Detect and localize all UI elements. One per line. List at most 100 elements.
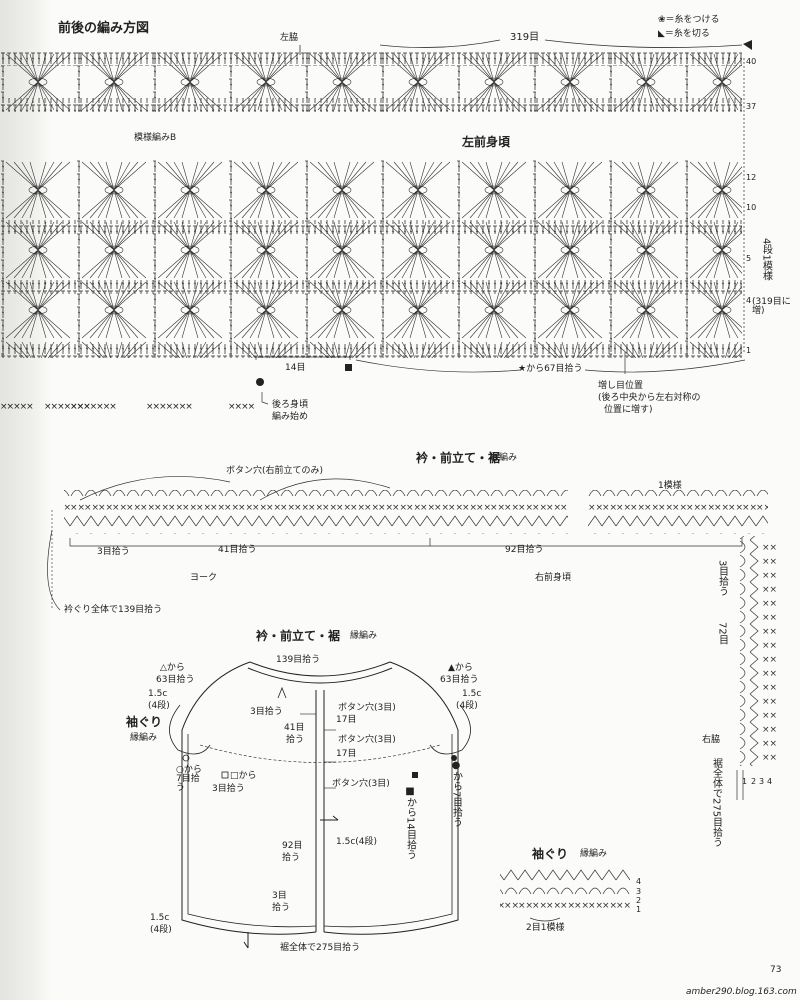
- sleeve-row-3: 3: [636, 887, 642, 896]
- increase-position-1: 増し目位置: [598, 381, 644, 391]
- left-side-label: 左脇: [280, 33, 299, 43]
- legend-attach: ❀＝糸をつける: [658, 15, 720, 25]
- sleeve-stitch-chart: [500, 868, 630, 922]
- one-pattern-label: 1模様: [658, 481, 682, 491]
- back-start-1: 後ろ身頃: [272, 400, 309, 410]
- left-front-label: 左前身頃: [462, 135, 511, 149]
- row-num-5: 5: [746, 254, 752, 263]
- row-num-40: 40: [746, 57, 757, 66]
- edge-row-4: 4: [767, 777, 773, 786]
- attach-yarn-icon: ❀: [658, 15, 666, 25]
- hem-275-vertical: 裾全体で275目拾う: [710, 758, 722, 848]
- row-guide-line: [743, 58, 745, 352]
- open-circle-marker: [182, 754, 190, 762]
- buttonhole-3: ボタン穴(3目): [332, 779, 390, 789]
- forty-one: 41目: [284, 723, 305, 733]
- increase-note: (319目に増): [752, 297, 791, 316]
- edge-row-2: 2: [751, 777, 757, 786]
- pick3-vertical: 3目拾う: [716, 560, 728, 597]
- row-num-10: 10: [746, 203, 757, 212]
- pick3-left: 3目拾う: [97, 547, 130, 557]
- width-dimension-line: [299, 39, 752, 55]
- sc-row-edge: ×××××: [0, 402, 34, 412]
- edge-row-1: 1: [742, 777, 748, 786]
- garment-schematic: [169, 661, 471, 949]
- right-front-label: 右前身頃: [535, 573, 572, 583]
- collar-139: 衿ぐり全体で139目拾う: [64, 605, 163, 615]
- schematic-title: 衿・前立て・裾: [256, 629, 341, 643]
- back-start-2: 編み始め: [272, 412, 309, 422]
- page-number: 73: [770, 965, 782, 975]
- filled-circle-marker-right: [451, 755, 457, 761]
- star-pick-67: ★から67目拾う: [518, 364, 583, 374]
- edging-stitch-chart: ×× ××: [47, 476, 778, 800]
- sleeve-chart-title: 袖ぐり: [532, 847, 569, 861]
- filled-circle-marker: [256, 378, 264, 386]
- four-row-pattern-note: 4段1模様: [760, 238, 772, 281]
- rows4-left: (4段): [148, 701, 170, 711]
- buttonhole-2: ボタン穴(3目): [338, 735, 396, 745]
- from-filled-triangle: ▲から: [448, 663, 473, 673]
- cut-yarn-icon: ◣: [658, 29, 665, 39]
- pick-92: 拾う: [282, 853, 301, 863]
- c15-front: 1.5c(4段): [336, 837, 378, 847]
- ninety-two: 92目: [282, 841, 303, 851]
- hem-275: 裾全体で275目拾う: [280, 943, 361, 953]
- c15-hem: 1.5c: [150, 913, 170, 923]
- from-filled-circle: ●から7目拾う: [450, 760, 462, 828]
- pick3-sleeve: 3目拾う: [212, 784, 245, 794]
- from-open-triangle: △から: [160, 663, 185, 673]
- right-side-label: 右脇: [702, 735, 721, 745]
- from-open-square: □から: [230, 771, 257, 781]
- edging-title: 衿・前立て・裾: [416, 451, 501, 465]
- pattern-b-label: 模様編みB: [134, 133, 177, 143]
- seventeen-b: 17目: [336, 749, 357, 759]
- sleeve-chart-subtitle: 縁編み: [580, 849, 608, 859]
- sc-row-mid1: ×××××××: [70, 402, 117, 412]
- pick41: 41目拾う: [218, 545, 257, 555]
- two-stitch-repeat: 2目1模様: [526, 923, 565, 933]
- stitch-band-top: [0, 52, 742, 112]
- sleeve-subtitle: 縁編み: [130, 733, 158, 743]
- pick92: 92目拾う: [505, 545, 544, 555]
- sc-row-mid3: ××××: [228, 402, 255, 412]
- blog-watermark: amber290.blog.163.com: [686, 987, 797, 997]
- filled-square-marker-right: [412, 772, 418, 778]
- yoke-label: ヨーク: [190, 573, 218, 583]
- sleeve-row-4: 4: [636, 877, 642, 886]
- from-filled-square: ■から14目拾う: [404, 786, 416, 860]
- pick3-neck: 3目拾う: [250, 707, 283, 717]
- row-num-12: 12: [746, 173, 757, 182]
- cut-yarn-marker: [743, 40, 752, 50]
- schematic-subtitle: 縁編み: [350, 631, 378, 641]
- increase-position-3: 位置に増す): [604, 405, 653, 415]
- three-hem: 3目: [272, 891, 287, 901]
- seventeen-a: 17目: [336, 715, 357, 725]
- fourteen-stitch-label: 14目: [285, 363, 306, 373]
- rows4-hem: (4段): [150, 925, 172, 935]
- bottom-dimension-lines: [255, 352, 746, 405]
- from-open-circle: ○から7目拾う: [176, 765, 202, 793]
- neck-139: 139目拾う: [276, 655, 321, 665]
- sleeve-title: 袖ぐり: [126, 715, 163, 729]
- c15-right: 1.5c: [462, 689, 482, 699]
- row-num-1: 1: [746, 346, 752, 355]
- row-num-4: 4: [746, 296, 752, 305]
- buttonhole-label: ボタン穴(右前立てのみ): [226, 466, 324, 476]
- sleeve-row-1: 1: [636, 905, 642, 914]
- pick-3-hem: 拾う: [272, 903, 291, 913]
- open-square-marker: [221, 771, 229, 779]
- edge-row-3: 3: [759, 777, 765, 786]
- rows4-right: (4段): [456, 701, 478, 711]
- sc-row-mid2: ×××××××: [146, 402, 193, 412]
- legend-cut: ◣＝糸を切る: [658, 29, 710, 39]
- increase-position-2: (後ろ中央から左右対称の: [598, 393, 701, 403]
- stitch-band-main: [0, 160, 742, 358]
- top-chart-title: 前後の編み方図: [58, 21, 150, 36]
- pick63-right: 63目拾う: [440, 675, 479, 685]
- sleeve-row-2: 2: [636, 896, 642, 905]
- stitch-count-319: 319目: [510, 32, 540, 43]
- buttonhole-1: ボタン穴(3目): [338, 703, 396, 713]
- pick-41: 拾う: [286, 735, 305, 745]
